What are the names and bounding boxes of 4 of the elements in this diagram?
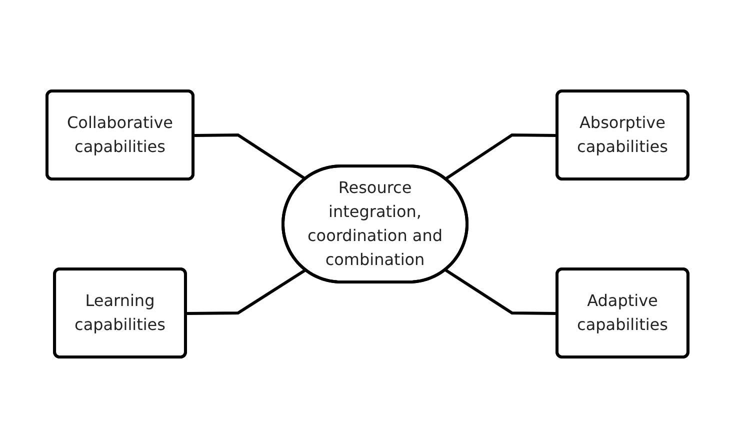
connector: [194, 134, 306, 180]
connector: [444, 268, 558, 315]
connector: [444, 134, 558, 180]
connector: [186, 268, 306, 315]
